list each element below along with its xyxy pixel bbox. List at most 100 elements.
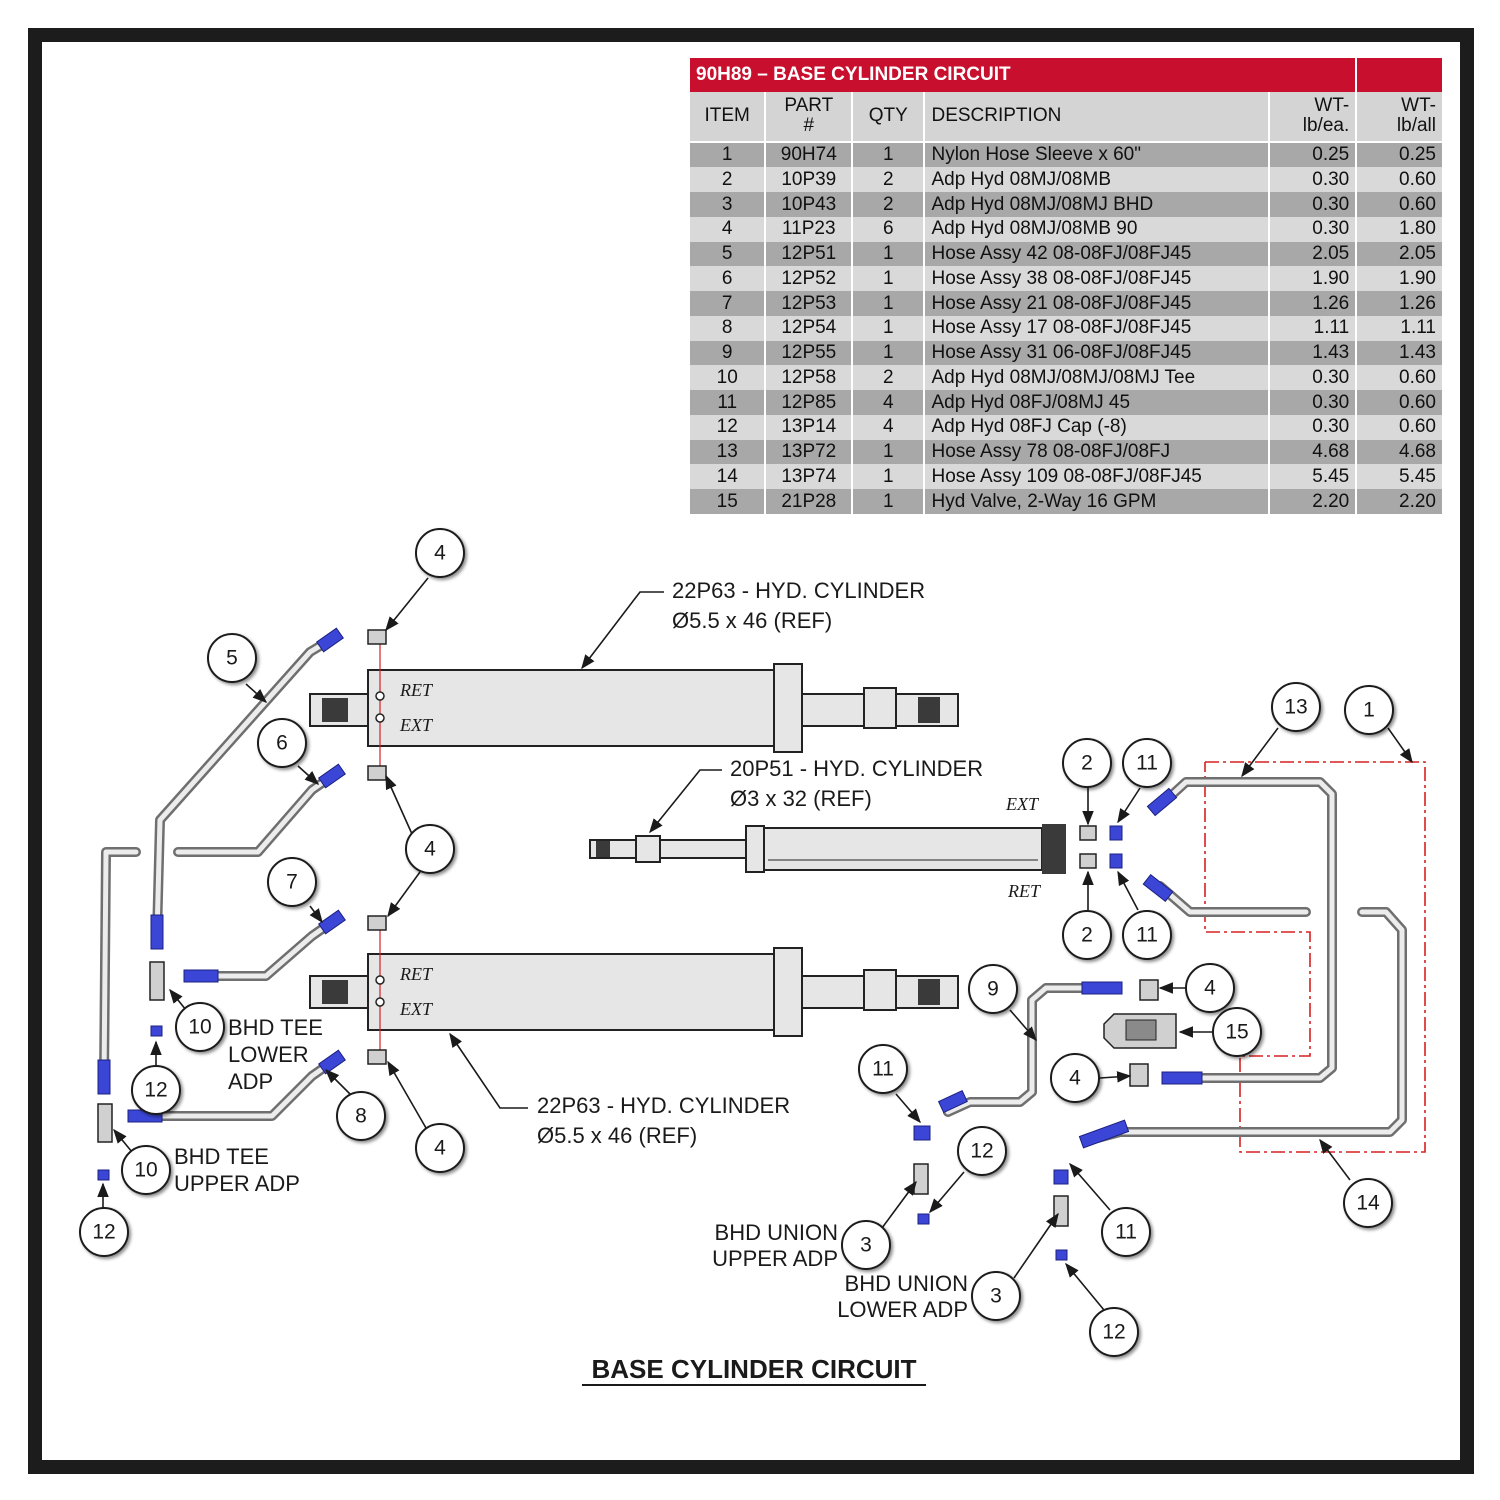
lower-cyl-base-knurl xyxy=(322,980,348,1004)
balloon-item-14: 14 xyxy=(1343,1178,1393,1228)
bom-cell-item: 7 xyxy=(690,291,767,316)
hose-13-fitting-top xyxy=(1146,787,1178,817)
leader-upper-cyl xyxy=(581,591,664,670)
balloon-label: 12 xyxy=(144,1079,167,1102)
hose-13-fitting-bottom xyxy=(1161,1071,1203,1085)
bom-cell-part: 10P39 xyxy=(765,167,854,193)
bom-cell-qty: 1 xyxy=(852,439,926,465)
hose-left-riser-inner xyxy=(101,849,139,1083)
bom-cell-wt-all: 0.60 xyxy=(1356,167,1442,193)
leader-b6 xyxy=(297,765,320,785)
balloon-item-11: 11 xyxy=(858,1044,908,1094)
bhd-union-lower-body xyxy=(1053,1195,1069,1227)
adapters xyxy=(97,961,1177,1227)
lower-cyl-elbow-fitting-bottom xyxy=(367,1049,387,1065)
bom-cell-qty: 1 xyxy=(852,489,926,514)
bom-title-spacer xyxy=(1356,58,1442,93)
upper-cyl-callout-line1: 22P63 - HYD. CYLINDER xyxy=(672,578,925,603)
bom-cell-wt-all: 0.60 xyxy=(1356,192,1442,217)
balloon-item-11: 11 xyxy=(1122,738,1172,788)
bom-cell-wt-all: 0.25 xyxy=(1356,141,1442,168)
balloon-circle xyxy=(1062,738,1112,788)
bom-cell-part: 10P43 xyxy=(765,192,854,217)
balloon-circle xyxy=(1185,963,1235,1013)
upper-cylinder: RET EXT xyxy=(309,629,959,781)
leader-b9 xyxy=(1009,1009,1037,1042)
bom-cell-wt-all: 1.26 xyxy=(1356,291,1442,316)
hyd-valve-spool xyxy=(1125,1019,1157,1041)
bom-cell-description: Nylon Hose Sleeve x 60" xyxy=(924,141,1271,168)
balloon-item-3: 3 xyxy=(841,1220,891,1270)
hose-6-fitting xyxy=(318,763,346,789)
bhd-union-upper-line1: BHD UNION xyxy=(715,1220,838,1245)
balloon-circle xyxy=(267,857,317,907)
bom-cell-description: Adp Hyd 08MJ/08MJ BHD xyxy=(924,192,1271,217)
balloon-item-7: 7 xyxy=(267,857,317,907)
hose-14-fitting xyxy=(1078,1119,1130,1149)
balloon-label: 11 xyxy=(1115,1221,1137,1244)
bom-cell-wt-each: 0.30 xyxy=(1269,390,1358,415)
upper-cyl-ext-label: EXT xyxy=(399,715,434,735)
bom-cell-wt-each: 1.26 xyxy=(1269,291,1358,316)
bom-cell-item: 1 xyxy=(690,141,767,168)
bom-cell-wt-all: 0.60 xyxy=(1356,390,1442,415)
balloon-circle xyxy=(405,824,455,874)
bom-cell-item: 10 xyxy=(690,365,767,391)
mid-cyl-45-fitting-ret xyxy=(1109,853,1123,869)
balloon-item-4: 4 xyxy=(1185,963,1235,1013)
leader-b11-c xyxy=(895,1093,921,1124)
bom-cell-wt-each: 0.30 xyxy=(1269,216,1358,242)
bom-cell-description: Adp Hyd 08MJ/08MB 90 xyxy=(924,216,1271,242)
bom-cell-wt-each: 0.30 xyxy=(1269,414,1358,440)
bom-cell-wt-each: 4.68 xyxy=(1269,439,1358,465)
bom-cell-qty: 1 xyxy=(852,464,926,490)
mid-cyl-ret-label: RET xyxy=(1007,881,1042,901)
upper-cyl-base-knurl xyxy=(322,698,348,722)
balloon-item-4: 4 xyxy=(415,528,465,578)
balloon-label: 10 xyxy=(188,1016,211,1039)
bom-cell-qty: 1 xyxy=(852,141,926,168)
bhd-tee-lower-line1: BHD TEE xyxy=(228,1015,323,1040)
balloon-item-4: 4 xyxy=(1050,1053,1100,1103)
balloon-circle xyxy=(957,1126,1007,1176)
mid-cyl-ext-label: EXT xyxy=(1005,794,1040,814)
upper-cyl-elbow-fitting-bottom xyxy=(367,765,387,781)
mid-cyl-callout-line1: 20P51 - HYD. CYLINDER xyxy=(730,756,983,781)
balloon-circle xyxy=(415,1123,465,1173)
union-upper-45-fitting xyxy=(913,1125,931,1141)
balloon-label: 11 xyxy=(1136,924,1158,947)
lower-cyl-rod-collar xyxy=(863,969,897,1011)
bom-header-wt-each: WT- lb/ea. xyxy=(1269,92,1358,143)
leader-b11-b xyxy=(1117,870,1139,911)
balloon-circle xyxy=(1062,910,1112,960)
bom-title-row: 90H89 – BASE CYLINDER CIRCUIT xyxy=(690,58,1442,93)
balloon-circle xyxy=(968,964,1018,1014)
balloon-circle xyxy=(1122,738,1172,788)
valve-adapter-top xyxy=(1139,979,1159,1001)
bom-cell-description: Hose Assy 78 08-08FJ/08FJ xyxy=(924,439,1271,465)
bom-cell-part: 11P23 xyxy=(765,216,854,242)
leader-b8 xyxy=(324,1068,351,1095)
mid-cyl-adapter-ret xyxy=(1079,853,1097,869)
leader-b12-c xyxy=(929,1171,965,1214)
balloon-item-2: 2 xyxy=(1062,910,1112,960)
bom-cell-item: 14 xyxy=(690,464,767,490)
leader-b4-f xyxy=(1099,1071,1132,1083)
bom-cell-part: 12P51 xyxy=(765,241,854,267)
balloon-circle xyxy=(207,633,257,683)
balloon-label: 8 xyxy=(355,1105,367,1128)
leader-b4-c xyxy=(387,871,421,918)
balloon-label: 12 xyxy=(92,1221,115,1244)
bom-cell-description: Hyd Valve, 2-Way 16 GPM xyxy=(924,489,1271,514)
bom-cell-part: 12P58 xyxy=(765,365,854,391)
mid-cyl-45-fitting-ext xyxy=(1109,825,1123,841)
balloon-label: 1 xyxy=(1363,699,1375,722)
upper-cyl-rod-collar xyxy=(863,687,897,729)
balloon-item-3: 3 xyxy=(971,1271,1021,1321)
bom-cell-qty: 4 xyxy=(852,414,926,440)
bom-cell-qty: 2 xyxy=(852,365,926,391)
